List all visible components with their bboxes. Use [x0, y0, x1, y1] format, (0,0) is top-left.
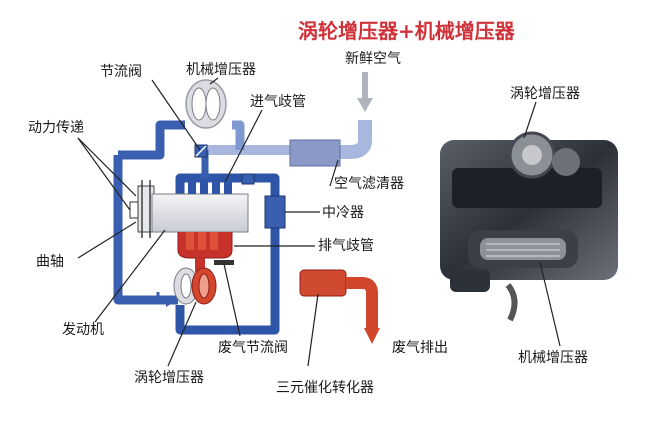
label-crankshaft: 曲轴 — [36, 254, 64, 270]
diagram-title: 涡轮增压器+机械增压器 — [298, 19, 516, 43]
turbocharger-unit — [173, 267, 217, 305]
label-wastegate: 废气节流阀 — [218, 340, 288, 356]
engine-block — [151, 182, 249, 233]
label-exhaust-out: 废气排出 — [392, 340, 448, 356]
air-filter — [289, 139, 341, 167]
label-supercharger-top: 机械增压器 — [186, 62, 256, 78]
intercooler — [264, 195, 286, 229]
label-air-filter: 空气滤清器 — [334, 176, 404, 192]
fresh-air-arrow — [357, 72, 373, 112]
recirculation-arrow — [156, 292, 174, 307]
leader-lines — [77, 77, 561, 367]
label-engine: 发动机 — [62, 322, 104, 338]
crankshaft-pulleys — [129, 180, 155, 238]
label-intercooler: 中冷器 — [322, 205, 364, 221]
label-turbo-bottom: 涡轮增压器 — [134, 370, 204, 386]
label-photo-supercharger: 机械增压器 — [518, 350, 588, 366]
label-exhaust-manifold: 排气歧管 — [318, 238, 374, 254]
throttle-valve — [194, 144, 208, 158]
supercharger-unit — [185, 79, 227, 129]
label-fresh-air: 新鲜空气 — [345, 51, 401, 67]
engine-photo — [440, 131, 618, 322]
exhaust-pipe — [216, 269, 380, 344]
label-throttle: 节流阀 — [100, 64, 142, 80]
bypass-valve — [241, 173, 255, 185]
label-power-transfer: 动力传递 — [28, 120, 84, 136]
label-catalytic: 三元催化转化器 — [276, 380, 374, 396]
label-intake-manifold: 进气歧管 — [250, 94, 306, 110]
wastegate-valve — [214, 260, 234, 265]
label-photo-turbo: 涡轮增压器 — [510, 86, 580, 102]
